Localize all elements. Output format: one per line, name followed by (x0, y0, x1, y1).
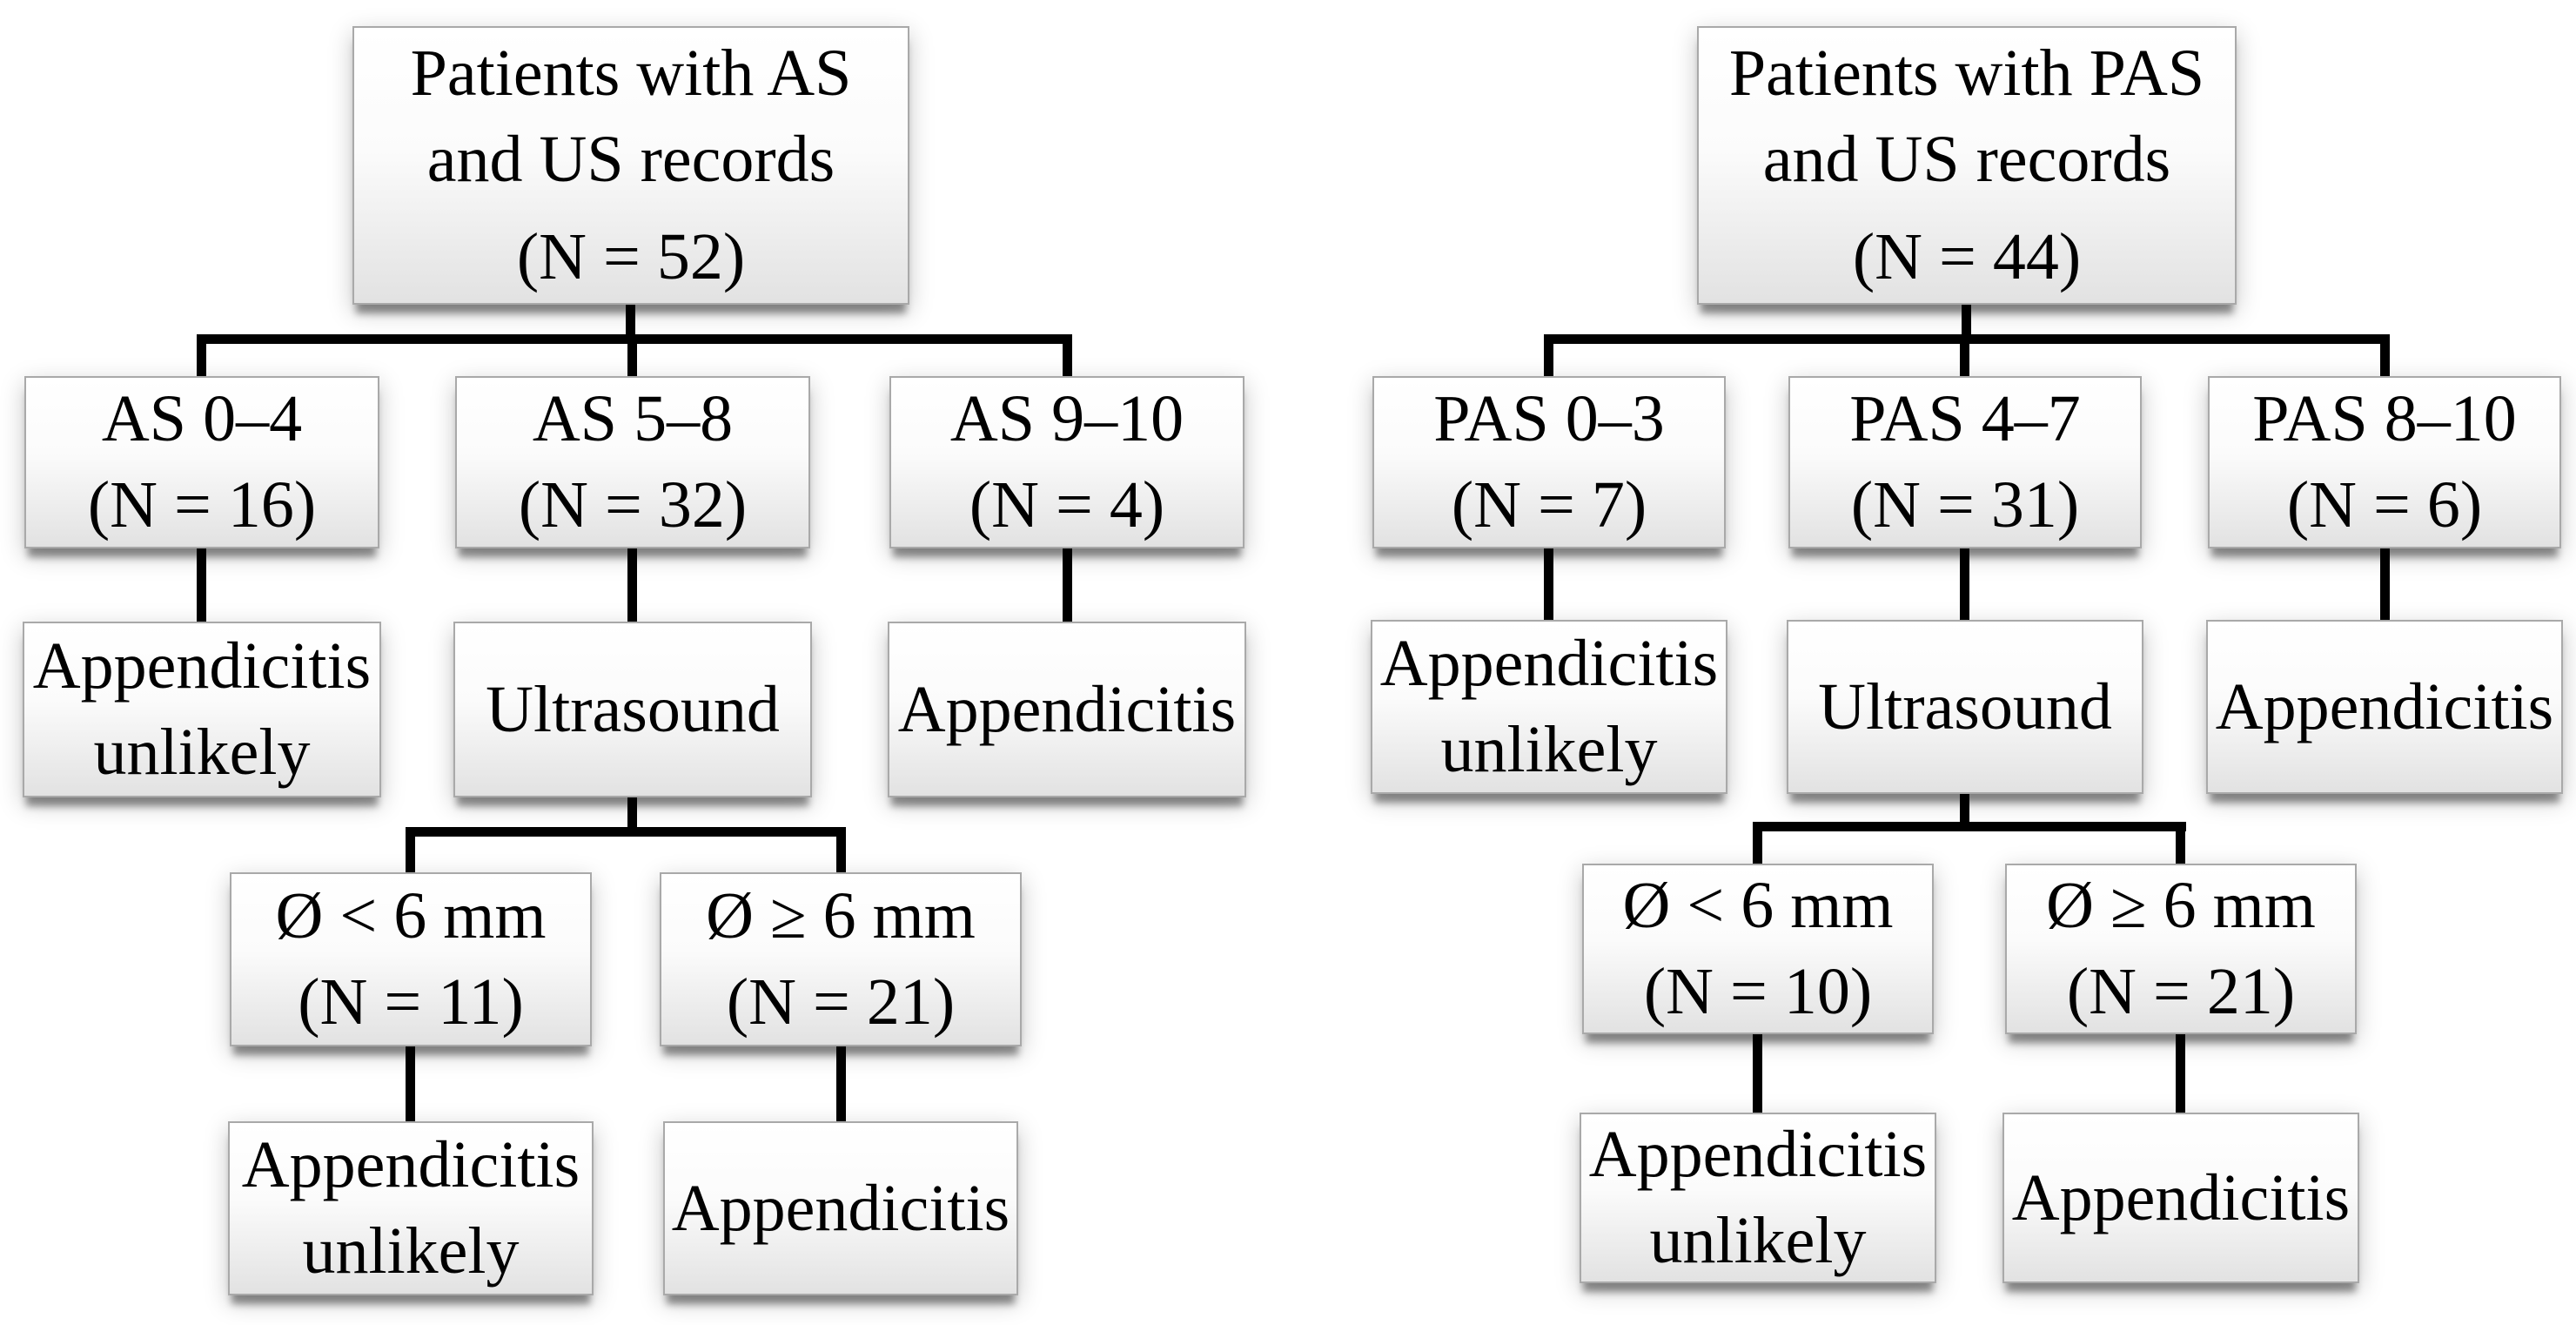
node-pas-diameter-ge-6mm: Ø ≥ 6 mm (N = 21) (2005, 864, 2357, 1034)
node-text-line: unlikely (1649, 1204, 1867, 1277)
pas-connector-stub-diam-small (1753, 822, 1762, 867)
node-text-line: and US records (426, 122, 835, 196)
node-text-line: Appendicitis (1379, 627, 1719, 701)
node-pas-ultrasound: Ultrasound (1787, 620, 2143, 794)
node-as-ultrasound: Ultrasound (453, 622, 812, 797)
as-connector-score-high-outcome (1063, 545, 1072, 625)
node-text-line: and US records (1762, 122, 2171, 196)
node-text-line: Ø < 6 mm (275, 879, 547, 953)
node-count-line: (N = 31) (1850, 468, 2080, 541)
as-connector-score-mid-ultrasound (627, 545, 637, 625)
as-connector-stub-diam-small (406, 827, 415, 876)
node-pas-8-10: PAS 8–10 (N = 6) (2208, 376, 2561, 548)
node-count-line: (N = 44) (1852, 220, 2082, 294)
as-connector-stub-diam-large (836, 827, 846, 876)
as-connector-stub-score-low (197, 334, 206, 380)
node-text-line: Ø ≥ 6 mm (706, 879, 976, 953)
as-connector-ultrasound-stem (627, 794, 637, 832)
node-count-line: (N = 11) (298, 965, 524, 1039)
node-pas-appendicitis: Appendicitis (2206, 620, 2563, 794)
node-text-line: Appendicitis (32, 629, 372, 703)
as-connector-score-low-outcome (197, 545, 206, 625)
as-connector-stub-score-mid (627, 334, 637, 380)
node-count-line: (N = 52) (516, 220, 746, 294)
node-as-us-appendicitis-unlikely: Appendicitis unlikely (228, 1121, 594, 1295)
node-as-0-4: AS 0–4 (N = 16) (24, 376, 379, 548)
as-connector-diameter-bar (406, 827, 846, 837)
pas-connector-stub-score-mid (1960, 334, 1969, 380)
pas-connector-score-low-outcome (1544, 545, 1553, 623)
node-text-line: Appendicitis (2011, 1160, 2351, 1234)
node-text-line: Appendicitis (897, 672, 1237, 746)
pas-connector-stub-score-high (2380, 334, 2390, 380)
node-patients-with-pas: Patients with PAS and US records (N = 44… (1697, 26, 2237, 305)
node-count-line: (N = 10) (1643, 955, 1873, 1028)
node-text-line: AS 0–4 (101, 382, 303, 456)
node-text-line: unlikely (302, 1214, 520, 1288)
node-text-line: Appendicitis (2215, 669, 2554, 743)
node-as-us-appendicitis: Appendicitis (663, 1121, 1018, 1295)
node-text-line: Appendicitis (1588, 1118, 1928, 1192)
node-count-line: (N = 7) (1451, 468, 1647, 541)
node-text-line: unlikely (93, 716, 311, 789)
pas-connector-diameter-bar (1753, 822, 2186, 831)
node-count-line: (N = 16) (87, 468, 317, 541)
node-text-line: Appendicitis (241, 1128, 580, 1202)
as-connector-root-stem (626, 303, 635, 340)
node-as-diameter-ge-6mm: Ø ≥ 6 mm (N = 21) (660, 872, 1022, 1046)
node-text-line: Patients with PAS (1728, 36, 2205, 110)
node-pas-4-7: PAS 4–7 (N = 31) (1788, 376, 2142, 548)
node-pas-diameter-lt-6mm: Ø < 6 mm (N = 10) (1582, 864, 1934, 1034)
node-text-line: Ø ≥ 6 mm (2046, 869, 2316, 943)
pas-connector-root-stem (1962, 303, 1971, 340)
pas-connector-diam-large-outcome (2176, 1031, 2185, 1116)
node-text-line: Patients with AS (410, 36, 852, 110)
node-text-line: Appendicitis (671, 1171, 1010, 1245)
node-text-line: PAS 0–3 (1433, 382, 1665, 456)
as-connector-diam-large-outcome (836, 1043, 846, 1125)
pas-connector-stub-score-low (1544, 334, 1553, 380)
pas-connector-ultrasound-stem (1960, 790, 1969, 827)
node-as-appendicitis-unlikely: Appendicitis unlikely (23, 622, 381, 797)
node-pas-us-appendicitis-unlikely: Appendicitis unlikely (1580, 1113, 1936, 1283)
node-count-line: (N = 6) (2286, 468, 2483, 541)
node-as-9-10: AS 9–10 (N = 4) (889, 376, 1244, 548)
node-text-line: PAS 8–10 (2252, 382, 2517, 456)
pas-connector-stub-diam-large (2176, 822, 2185, 867)
node-patients-with-as: Patients with AS and US records (N = 52) (352, 26, 909, 305)
node-as-5-8: AS 5–8 (N = 32) (455, 376, 810, 548)
node-as-diameter-lt-6mm: Ø < 6 mm (N = 11) (230, 872, 592, 1046)
pas-connector-score-high-outcome (2380, 545, 2390, 623)
node-text-line: Ø < 6 mm (1622, 869, 1894, 943)
node-text-line: AS 5–8 (532, 382, 734, 456)
node-count-line: (N = 4) (969, 468, 1165, 541)
node-text-line: unlikely (1440, 713, 1658, 786)
node-pas-us-appendicitis: Appendicitis (2002, 1113, 2359, 1283)
node-count-line: (N = 32) (518, 468, 748, 541)
as-connector-stub-score-high (1063, 334, 1072, 380)
pas-connector-score-mid-ultrasound (1960, 545, 1969, 623)
as-connector-diam-small-outcome (406, 1043, 415, 1125)
node-pas-0-3: PAS 0–3 (N = 7) (1372, 376, 1726, 548)
pas-connector-diam-small-outcome (1753, 1031, 1762, 1116)
node-text-line: Ultrasound (1818, 669, 2112, 743)
node-text-line: AS 9–10 (949, 382, 1184, 456)
node-as-appendicitis: Appendicitis (888, 622, 1246, 797)
node-pas-appendicitis-unlikely: Appendicitis unlikely (1371, 620, 1727, 794)
node-text-line: Ultrasound (486, 672, 780, 746)
node-count-line: (N = 21) (726, 965, 956, 1039)
node-count-line: (N = 21) (2066, 955, 2296, 1028)
node-text-line: PAS 4–7 (1849, 382, 2081, 456)
